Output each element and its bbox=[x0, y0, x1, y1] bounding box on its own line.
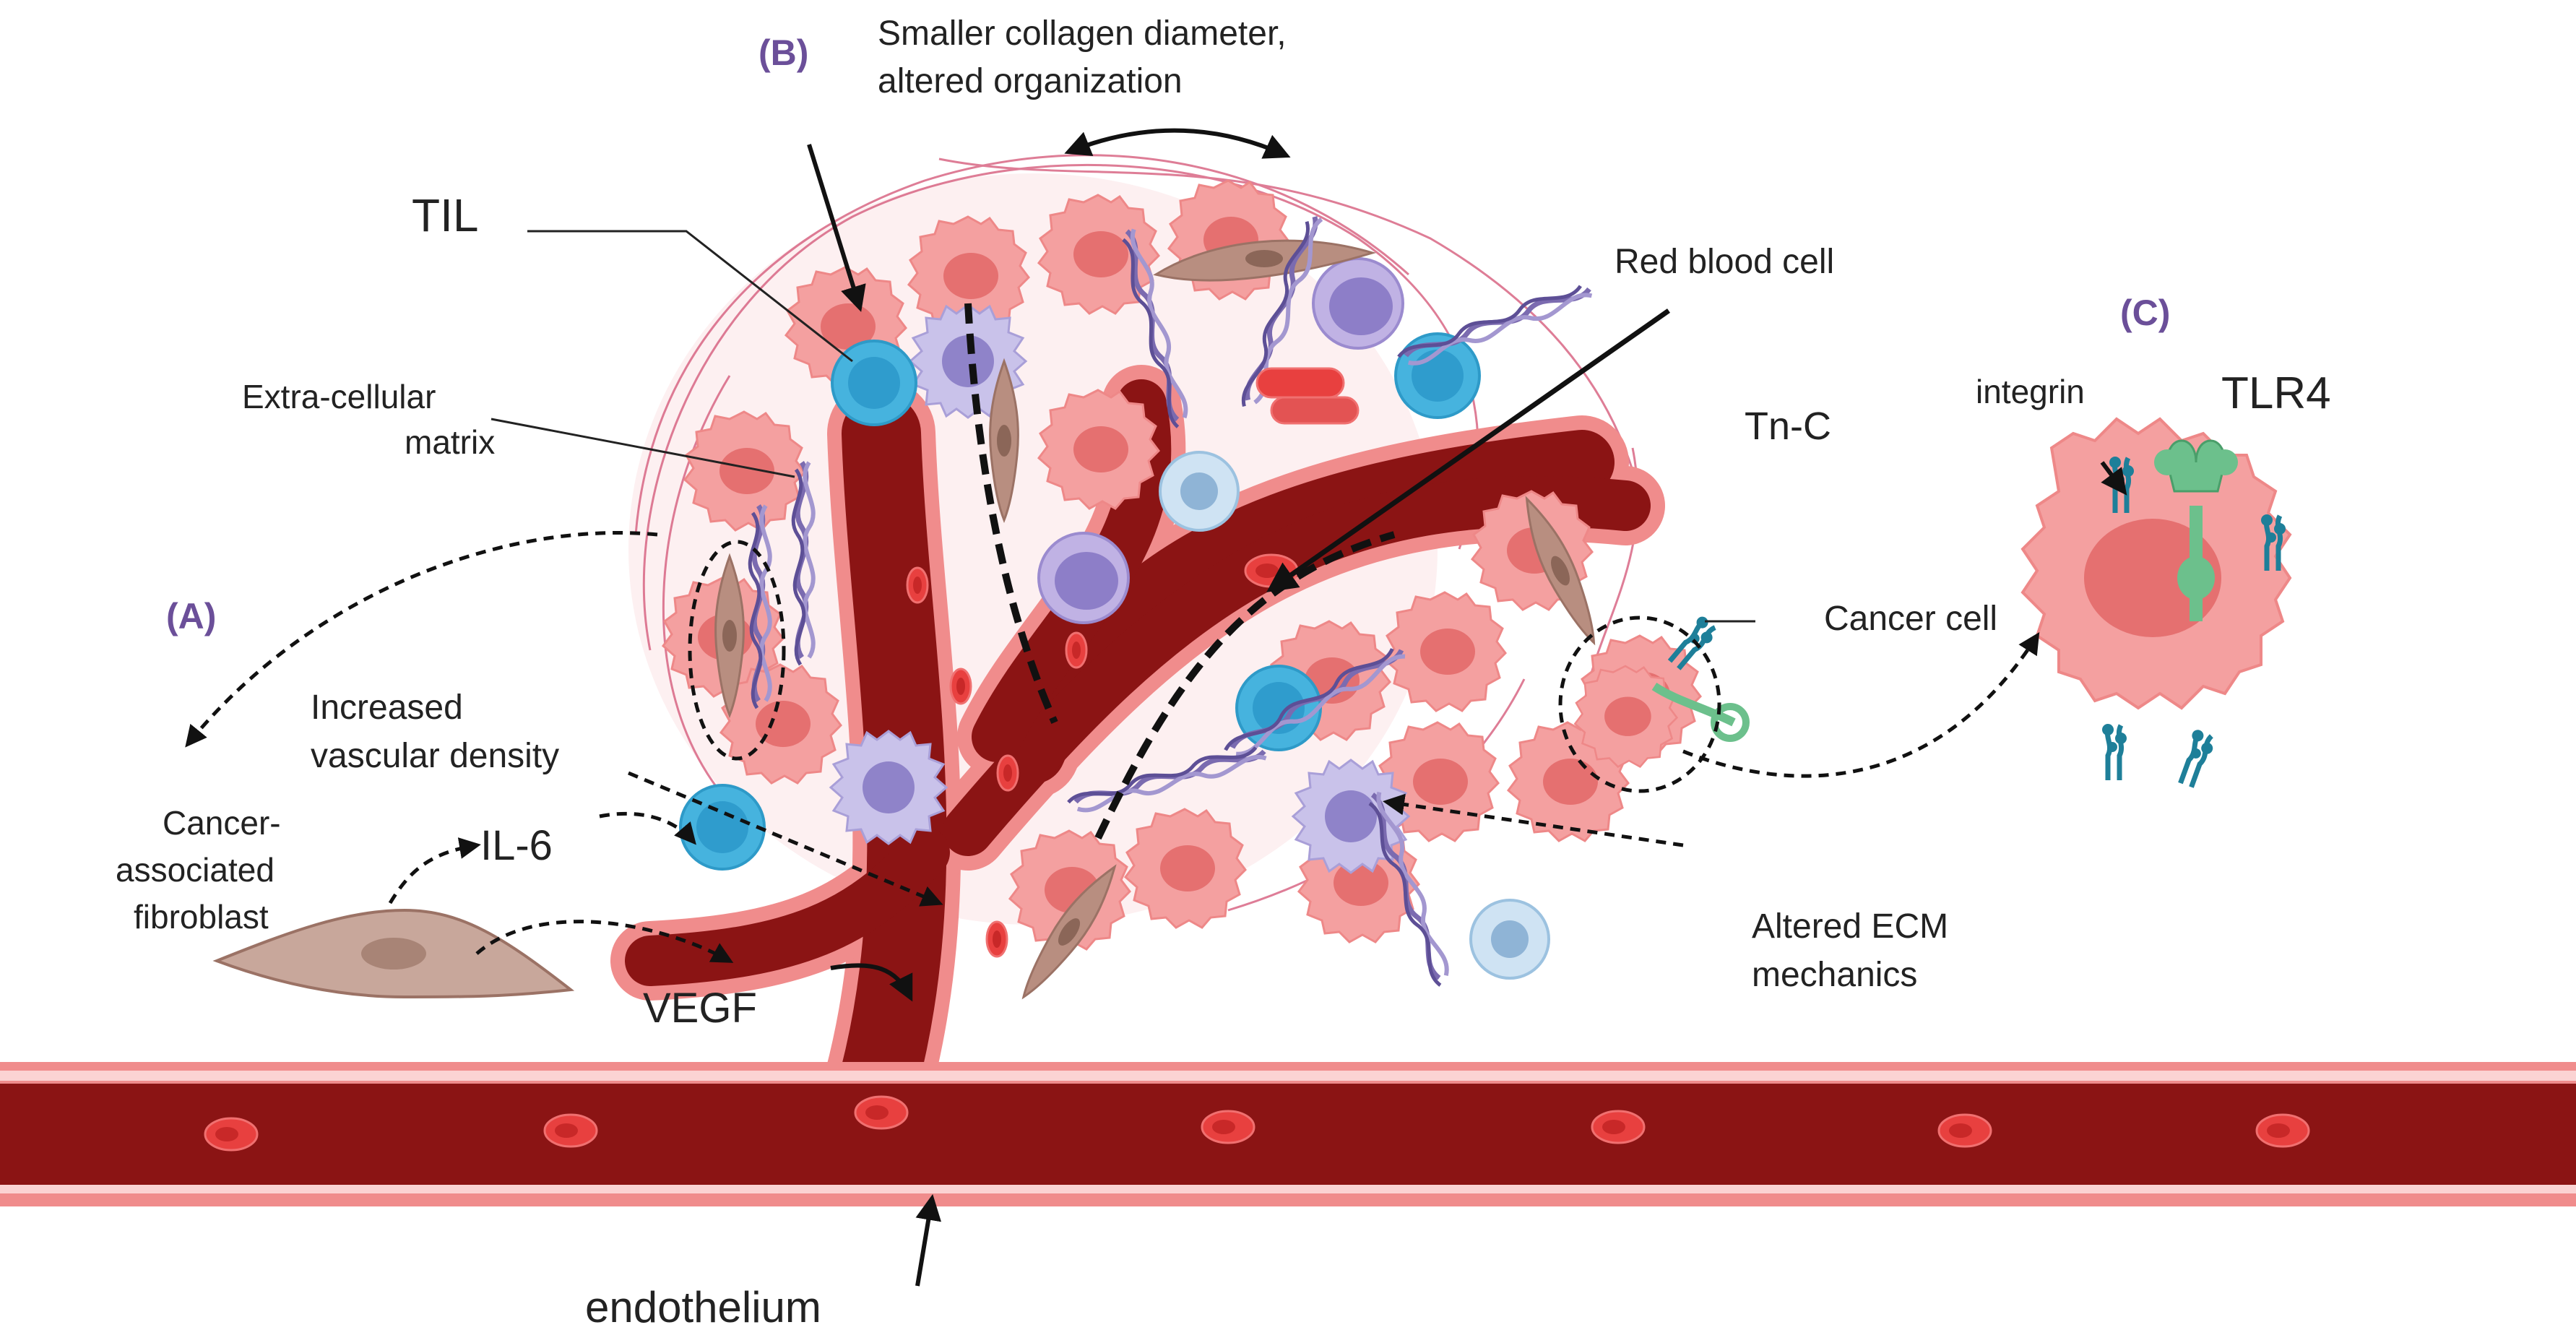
integrin-label: integrin bbox=[1976, 373, 2085, 410]
endothelium-label: endothelium bbox=[585, 1283, 821, 1331]
arrows bbox=[807, 128, 2127, 1287]
tnc-cancer-cell bbox=[1558, 614, 1750, 793]
vascular-label-line1: Increased bbox=[311, 688, 463, 727]
panel-label-b: (B) bbox=[758, 33, 808, 73]
panel-c-cancer-cell bbox=[2020, 417, 2292, 790]
panel-label-a: (A) bbox=[166, 596, 216, 636]
cancer-cell-label: Cancer cell bbox=[1824, 600, 1997, 638]
leader-lines bbox=[490, 230, 1755, 623]
tnc-label: Tn-C bbox=[1745, 405, 1831, 448]
red-blood-cell-label: Red blood cell bbox=[1615, 243, 1834, 281]
caf-label-line1: Cancer- bbox=[163, 804, 281, 842]
labels: (B) (A) (C) Smaller collagen diameter, a… bbox=[116, 14, 2331, 1331]
collagen-label-line1: Smaller collagen diameter, bbox=[878, 14, 1287, 53]
rbc-stack bbox=[1255, 367, 1360, 425]
ecm-label-line2: matrix bbox=[405, 423, 495, 461]
caf-label-line2: associated bbox=[116, 851, 275, 889]
dashed-arrows bbox=[185, 531, 2040, 963]
ecm-label-line1: Extra-cellular bbox=[242, 378, 436, 415]
tlr4-receptor bbox=[2154, 439, 2238, 621]
ecm-mechanics-label-line2: mechanics bbox=[1752, 956, 1917, 994]
vascular-label-line2: vascular density bbox=[311, 737, 559, 775]
vessel-wall-markers bbox=[964, 303, 1396, 840]
tlr4-label: TLR4 bbox=[2221, 368, 2331, 418]
collagen-label-line2: altered organization bbox=[878, 62, 1183, 100]
panel-label-c: (C) bbox=[2120, 293, 2170, 333]
il6-label: IL-6 bbox=[480, 822, 553, 869]
vegf-label: VEGF bbox=[643, 985, 757, 1032]
fibroblast-highlight bbox=[688, 540, 786, 761]
fibroblasts bbox=[714, 239, 1608, 1006]
caf-label-line3: fibroblast bbox=[134, 898, 269, 936]
cancer-associated-fibroblast bbox=[212, 908, 575, 999]
ecm-mechanics-label-line1: Altered ECM bbox=[1752, 907, 1948, 946]
til-label: TIL bbox=[412, 189, 478, 241]
